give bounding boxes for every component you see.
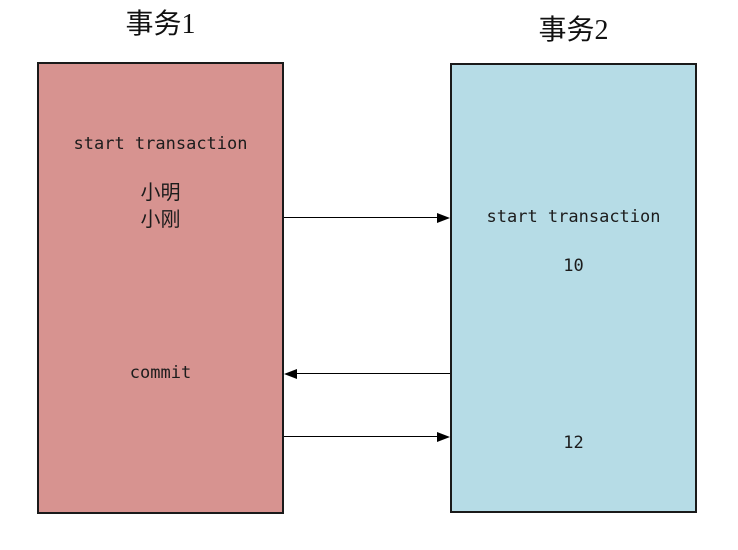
- transaction1-row1-label: 小明: [140, 182, 181, 204]
- transaction1-commit-label: commit: [129, 363, 192, 383]
- transaction1-start-label: start transaction: [73, 134, 248, 154]
- transaction2-start-label: start transaction: [486, 207, 661, 227]
- arrow-t2-to-t1-commit: [284, 368, 450, 380]
- transaction1-title: 事务1: [125, 9, 196, 40]
- transaction2-value2-label: 12: [563, 433, 584, 453]
- arrow-t1-to-t2-bottom: [284, 431, 450, 443]
- transaction1-box: [37, 62, 284, 514]
- arrow-shaft: [284, 217, 439, 218]
- transaction2-box: [450, 63, 697, 513]
- arrow-shaft: [284, 436, 439, 437]
- transaction2-title: 事务2: [538, 15, 609, 46]
- transaction1-row2-label: 小刚: [140, 209, 181, 231]
- arrow-t1-to-t2-start: [284, 212, 450, 224]
- arrowhead-right-icon: [437, 213, 450, 223]
- transaction2-value1-label: 10: [563, 256, 584, 276]
- arrowhead-left-icon: [284, 369, 297, 379]
- arrowhead-right-icon: [437, 432, 450, 442]
- arrow-shaft: [295, 373, 450, 374]
